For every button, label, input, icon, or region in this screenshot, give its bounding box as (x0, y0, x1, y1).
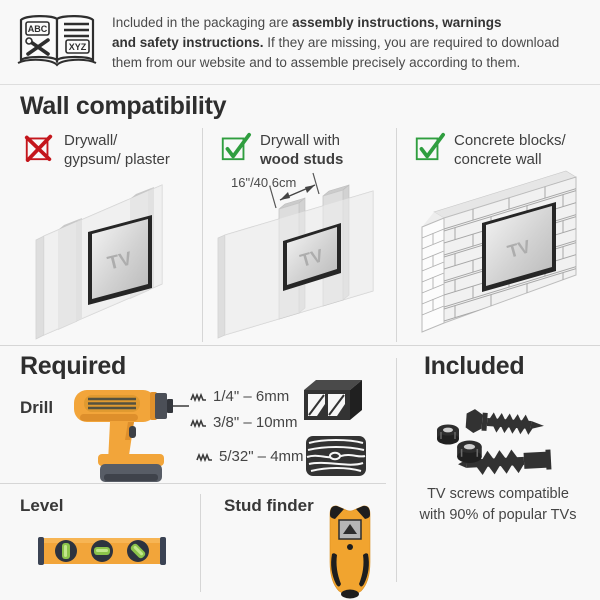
column-divider (396, 358, 397, 582)
wood-icon (306, 436, 366, 476)
drill-icon (74, 390, 189, 482)
packaging-notice-text: Included in the packaging are assembly i… (112, 15, 560, 70)
red-cross-checkbox-icon (24, 134, 53, 162)
drill-bit-size: 1/4" – 6mm (213, 388, 290, 405)
wall-option-label: Drywall with wood studs (260, 132, 344, 168)
concrete-block-icon (304, 380, 362, 420)
drill-label: Drill (20, 398, 54, 417)
tv-screws-caption: TV screws compatible with 90% of popular… (419, 486, 577, 523)
drill-bit-size: 5/32" – 4mm (219, 448, 304, 465)
green-check-checkbox-icon (415, 132, 445, 161)
stud-finder-icon (329, 505, 371, 599)
column-divider (202, 128, 203, 342)
wall-compatibility-title: Wall compatibility (20, 92, 227, 120)
section-divider (0, 84, 600, 85)
drywall-wall-illustration: TV (35, 184, 163, 340)
book-abc-label: ABC (28, 24, 48, 34)
tv-screws-icon (437, 409, 552, 476)
drill-bit-row: 5/32" – 4mm (196, 448, 304, 465)
concrete-wall-illustration: TV (421, 170, 577, 333)
wall-option-drywall: Drywall/ gypsum/ plaster (22, 130, 194, 169)
included-title: Included (424, 352, 525, 380)
level-icon (38, 537, 166, 565)
green-check-checkbox-icon (221, 132, 251, 161)
drill-bit-icon (190, 392, 206, 402)
drill-bit-row: 3/8" – 10mm (190, 414, 298, 431)
section-divider (0, 345, 600, 346)
book-xyz-label: XYZ (69, 42, 87, 52)
stud-finder-label: Stud finder (224, 496, 314, 515)
drill-bit-row: 1/4" – 6mm (190, 388, 289, 405)
wall-option-concrete: Concrete blocks/ concrete wall (412, 130, 592, 169)
wall-option-drywall-studs: Drywall with wood studs (218, 130, 390, 169)
drywall-studs-illustration: 16"/40.6cm TV (217, 172, 374, 339)
drill-bit-size: 3/8" – 10mm (213, 414, 298, 431)
row-divider (0, 483, 386, 484)
packaging-notice: ABC XYZ Included in the packaging are as… (0, 0, 600, 84)
level-label: Level (20, 496, 64, 515)
stud-spacing-dimension: 16"/40.6cm (231, 175, 296, 190)
column-divider (200, 494, 201, 592)
wall-option-label: Concrete blocks/ concrete wall (454, 132, 566, 168)
required-title: Required (20, 352, 126, 380)
instructions-book-icon: ABC XYZ (17, 15, 97, 67)
column-divider (396, 128, 397, 342)
wall-option-label: Drywall/ gypsum/ plaster (64, 132, 170, 168)
drill-bit-icon (190, 418, 206, 428)
drill-bit-icon (196, 452, 212, 462)
